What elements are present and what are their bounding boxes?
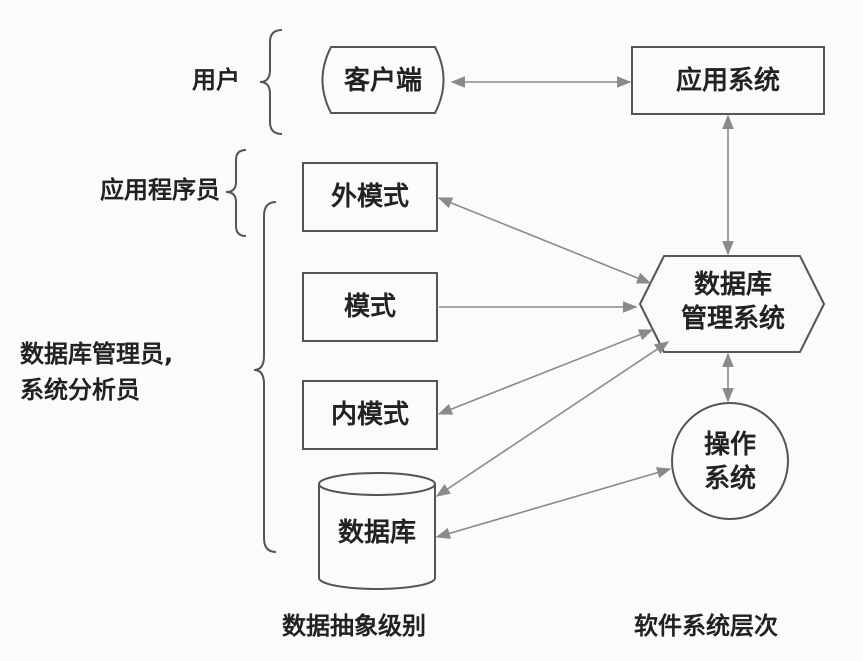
schema-label: 模式 [343, 292, 396, 322]
arrow-db-os [435, 467, 672, 539]
os-label: 操作 系统 [675, 428, 785, 496]
schema-node [302, 272, 438, 342]
software-layers-caption: 软件系统层次 [634, 612, 778, 640]
arrow-external-dbms [437, 197, 652, 284]
dbms-label-line1: 数据库 [693, 270, 772, 300]
abstraction-levels-caption: 数据抽象级别 [282, 612, 426, 640]
dbms-label: 数据库 管理系统 [638, 268, 828, 336]
client-node [321, 46, 445, 114]
arrow-db-dbms [435, 341, 670, 497]
role-user-label: 用户 [192, 66, 240, 94]
arrow-internal-dbms [437, 329, 654, 415]
brace-dba [253, 201, 277, 553]
app-system-node [631, 46, 825, 115]
external-schema-label: 外模式 [330, 182, 409, 212]
os-label-line2: 系统 [703, 464, 756, 494]
database-cylinder [318, 472, 436, 590]
role-dba-label: 数据库管理员, 系统分析员 [20, 336, 252, 408]
external-schema-node [302, 162, 438, 232]
role-dba-line1: 数据库管理员, [20, 340, 174, 368]
internal-schema-label: 内模式 [330, 400, 409, 430]
os-node [671, 402, 789, 520]
brace-app-programmer [225, 149, 247, 237]
app-system-label: 应用系统 [675, 66, 780, 96]
role-app-programmer-label: 应用程序员 [100, 176, 220, 204]
database-label: 数据库 [337, 518, 416, 548]
dbms-node [638, 255, 826, 353]
role-dba-line2: 系统分析员 [20, 376, 140, 404]
client-label: 客户端 [343, 66, 422, 96]
os-label-line1: 操作 [703, 430, 756, 460]
dbms-label-line2: 管理系统 [680, 304, 785, 334]
brace-user [259, 29, 283, 135]
